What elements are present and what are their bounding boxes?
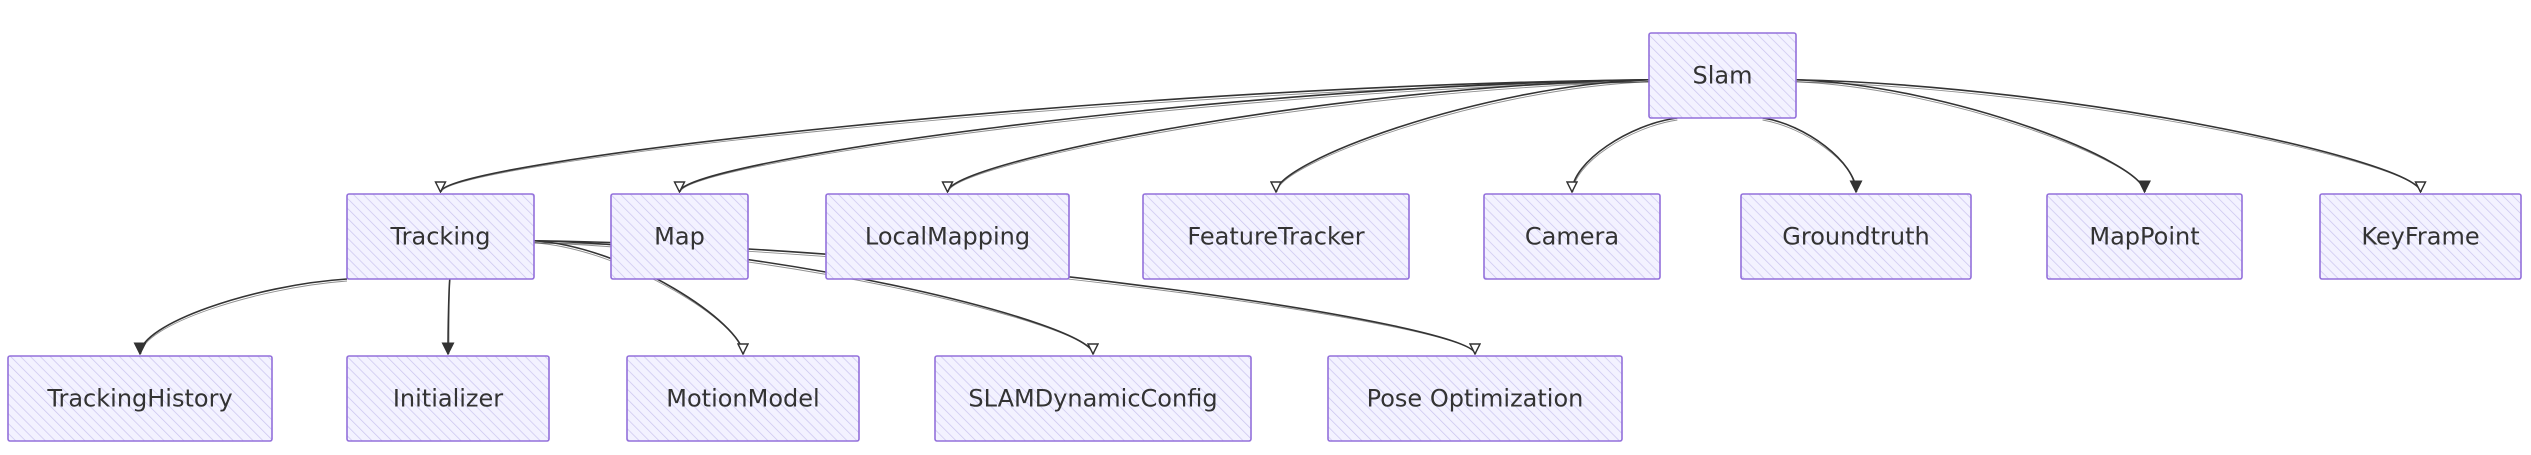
node-initializer-label: Initializer	[393, 385, 503, 413]
node-motionmodel-label: MotionModel	[666, 385, 819, 413]
node-featuretracker-label: FeatureTracker	[1187, 223, 1364, 251]
node-poseoptimization-label: Pose Optimization	[1367, 385, 1584, 413]
node-slamdynamicconfig-box	[934, 355, 1252, 442]
edge-slam-groundtruth-sketch	[1762, 119, 1858, 193]
node-initializer-box	[346, 355, 550, 442]
node-featuretracker[interactable]: FeatureTracker	[1142, 193, 1410, 280]
node-map-label: Map	[654, 223, 705, 251]
node-tracking-label: Tracking	[390, 223, 491, 251]
node-keyframe-label: KeyFrame	[2361, 223, 2479, 251]
node-keyframe-box	[2319, 193, 2522, 280]
node-featuretracker-box	[1142, 193, 1410, 280]
edge-slam-keyframe	[1795, 78, 2421, 192]
node-groundtruth-label: Groundtruth	[1782, 223, 1929, 251]
edge-slam-localmapping-sketch	[948, 81, 1650, 193]
edge-slam-localmapping	[948, 78, 1650, 192]
node-camera[interactable]: Camera	[1483, 193, 1661, 280]
edge-tracking-trackinghistory-sketch	[140, 280, 348, 355]
node-poseoptimization[interactable]: Pose Optimization	[1327, 355, 1623, 442]
node-camera-label: Camera	[1525, 223, 1619, 251]
edge-slam-tracking	[441, 78, 1650, 192]
node-localmapping[interactable]: LocalMapping	[825, 193, 1070, 280]
node-trackinghistory-box	[7, 355, 273, 442]
node-trackinghistory-label: TrackingHistory	[46, 385, 232, 413]
node-localmapping-box	[825, 193, 1070, 280]
edge-slam-keyframe-sketch	[1795, 81, 2422, 193]
node-motionmodel[interactable]: MotionModel	[626, 355, 860, 442]
node-camera-box	[1483, 193, 1661, 280]
node-localmapping-label: LocalMapping	[865, 223, 1030, 251]
node-slamdynamicconfig-label: SLAMDynamicConfig	[968, 385, 1217, 413]
edge-slam-featuretracker	[1276, 78, 1650, 192]
edge-tracking-motionmodel	[533, 239, 743, 354]
node-map[interactable]: Map	[610, 193, 749, 280]
edge-slam-mappoint-sketch	[1795, 81, 2146, 193]
node-slamdynamicconfig[interactable]: SLAMDynamicConfig	[934, 355, 1252, 442]
node-initializer[interactable]: Initializer	[346, 355, 550, 442]
edges	[140, 78, 2422, 355]
node-trackinghistory[interactable]: TrackingHistory	[7, 355, 273, 442]
node-motionmodel-box	[626, 355, 860, 442]
edge-slam-mappoint	[1795, 78, 2145, 192]
node-mappoint-label: MapPoint	[2089, 223, 2199, 251]
node-slam-box	[1648, 32, 1797, 119]
edge-tracking-trackinghistory	[140, 278, 348, 354]
node-poseoptimization-box	[1327, 355, 1623, 442]
edge-slam-map	[680, 78, 1650, 192]
edge-slam-tracking-sketch	[441, 81, 1650, 193]
node-groundtruth-box	[1740, 193, 1972, 280]
node-slam-label: Slam	[1693, 62, 1753, 90]
node-groundtruth[interactable]: Groundtruth	[1740, 193, 1972, 280]
edge-slam-map-sketch	[680, 81, 1650, 193]
node-tracking-box	[346, 193, 535, 280]
edge-slam-camera-sketch	[1572, 119, 1678, 193]
node-slam[interactable]: Slam	[1648, 32, 1797, 119]
node-mappoint[interactable]: MapPoint	[2046, 193, 2243, 280]
edge-slam-camera	[1572, 117, 1678, 192]
node-map-box	[610, 193, 749, 280]
edge-tracking-initializer	[448, 278, 450, 354]
node-tracking[interactable]: Tracking	[346, 193, 535, 280]
node-mappoint-box	[2046, 193, 2243, 280]
node-keyframe[interactable]: KeyFrame	[2319, 193, 2522, 280]
nodes: Slam Tracking Map LocalMapping FeatureTr…	[7, 32, 2522, 442]
edge-slam-groundtruth	[1762, 117, 1856, 192]
edge-slam-featuretracker-sketch	[1276, 81, 1650, 193]
